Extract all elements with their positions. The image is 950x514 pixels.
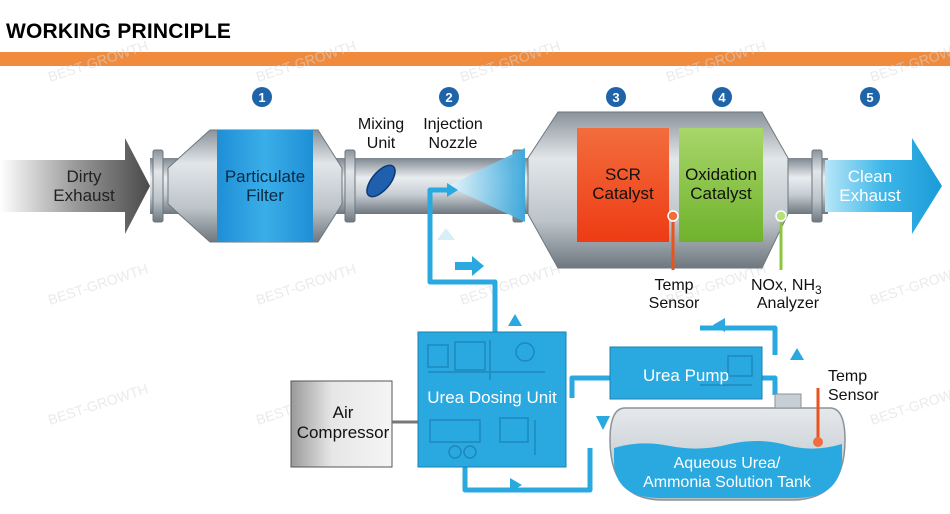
page-title: WORKING PRINCIPLE <box>6 20 232 43</box>
mixing-unit-label-2: Unit <box>367 135 396 152</box>
step-1-number: 1 <box>258 90 265 105</box>
dirty-exhaust-label-1: Dirty <box>67 167 102 186</box>
dirty-exhaust-label-2: Exhaust <box>53 186 115 205</box>
watermark-text: BEST-GROWTH <box>46 37 150 84</box>
step-2-number: 2 <box>445 90 452 105</box>
oxidation-catalyst: Oxidation Catalyst <box>679 128 763 242</box>
urea-pump: Urea Pump <box>609 346 763 400</box>
urea-fluid-lines <box>427 187 778 493</box>
scr-catalyst-label-2: Catalyst <box>592 184 654 203</box>
nox-analyzer-label-1: NOx, NH3 <box>751 277 822 297</box>
nox-analyzer: NOx, NH3 Analyzer <box>751 210 822 312</box>
watermark-text: BEST-GROWTH <box>46 380 150 427</box>
injection-nozzle: Injection Nozzle <box>423 116 525 222</box>
nox-analyzer-label-2: Analyzer <box>757 295 820 312</box>
urea-pump-label: Urea Pump <box>643 366 729 385</box>
tank-label-2: Ammonia Solution Tank <box>643 474 812 491</box>
temp-sensor-tank-label-1: Temp <box>828 368 867 385</box>
scr-catalyst: SCR Catalyst <box>577 128 669 242</box>
mixing-unit-label-1: Mixing <box>358 116 404 133</box>
injection-nozzle-label-2: Nozzle <box>429 135 478 152</box>
particulate-filter-label-2: Filter <box>246 186 284 205</box>
dirty-exhaust-arrow: Dirty Exhaust <box>0 138 150 234</box>
urea-dosing-unit-label: Urea Dosing Unit <box>427 388 557 407</box>
particulate-filter-label-1: Particulate <box>225 167 305 186</box>
oxidation-catalyst-label-2: Catalyst <box>690 184 752 203</box>
urea-tank: Aqueous Urea/ Ammonia Solution Tank <box>609 393 846 501</box>
step-markers: 1 2 3 4 5 <box>252 87 880 107</box>
clean-exhaust-label-1: Clean <box>848 167 892 186</box>
watermark-text: BEST-GROWTH <box>664 37 768 84</box>
air-compressor-label-1: Air <box>333 403 354 422</box>
watermark-text: BEST-GROWTH <box>46 260 150 307</box>
watermark-text: BEST-GROWTH <box>458 37 562 84</box>
temp-sensor-tank: Temp Sensor <box>813 368 879 447</box>
flow-arrows <box>437 183 804 492</box>
temp-sensor-top-label-2: Sensor <box>649 295 700 312</box>
air-compressor-label-2: Compressor <box>297 423 390 442</box>
watermark-text: BEST-GROWTH <box>868 260 950 307</box>
particulate-filter: Particulate Filter <box>167 129 343 243</box>
urea-dosing-unit: Urea Dosing Unit <box>417 331 567 468</box>
watermark-text: BEST-GROWTH <box>254 260 358 307</box>
step-5-number: 5 <box>866 90 873 105</box>
watermark-text: BEST-GROWTH <box>868 380 950 427</box>
oxidation-catalyst-label-1: Oxidation <box>685 165 757 184</box>
watermark-text: BEST-GROWTH <box>868 37 950 84</box>
step-4-number: 4 <box>718 90 726 105</box>
clean-exhaust-arrow: Clean Exhaust <box>825 138 942 234</box>
watermark-text: BEST-GROWTH <box>254 37 358 84</box>
mixing-unit: Mixing Unit <box>358 116 404 198</box>
temp-sensor-top-label-1: Temp <box>654 277 693 294</box>
temp-sensor-tank-label-2: Sensor <box>828 387 879 404</box>
temp-sensor-top: Temp Sensor <box>649 210 700 312</box>
scr-catalyst-label-1: SCR <box>605 165 641 184</box>
header-accent-bar <box>0 52 950 66</box>
tank-label-1: Aqueous Urea/ <box>674 455 781 472</box>
air-compressor: Air Compressor <box>290 380 418 468</box>
step-3-number: 3 <box>612 90 619 105</box>
clean-exhaust-label-2: Exhaust <box>839 186 901 205</box>
injection-nozzle-label-1: Injection <box>423 116 483 133</box>
